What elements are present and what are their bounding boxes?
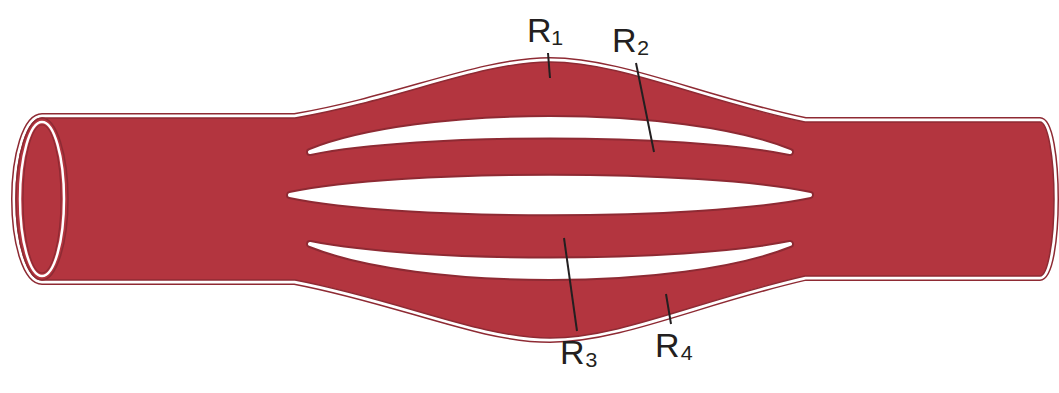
vessel-wall [16, 62, 1054, 338]
branch-gap [290, 178, 810, 213]
vessel-lumen [16, 62, 1054, 338]
leader-line [548, 53, 550, 78]
branch-gap [310, 244, 790, 277]
vessel-wall [16, 62, 1054, 338]
vessel-opening [16, 118, 68, 280]
vessel [16, 62, 1054, 338]
leader-line [636, 63, 654, 152]
branch-label: R₄ [655, 327, 693, 364]
branch-label: R₁ [527, 12, 563, 49]
leader-line [666, 294, 671, 324]
branch-label: R₃ [560, 334, 598, 371]
vessel-opening [20, 122, 64, 276]
branch-label: R₂ [612, 22, 650, 59]
leader-lines [548, 53, 671, 331]
leader-line [564, 238, 577, 331]
branch-gap [310, 119, 790, 152]
branch-gap [310, 244, 790, 277]
branch-gap [310, 119, 790, 152]
branch-gaps [290, 119, 810, 277]
branch-gap [290, 178, 810, 213]
vessel-opening [23, 125, 61, 273]
